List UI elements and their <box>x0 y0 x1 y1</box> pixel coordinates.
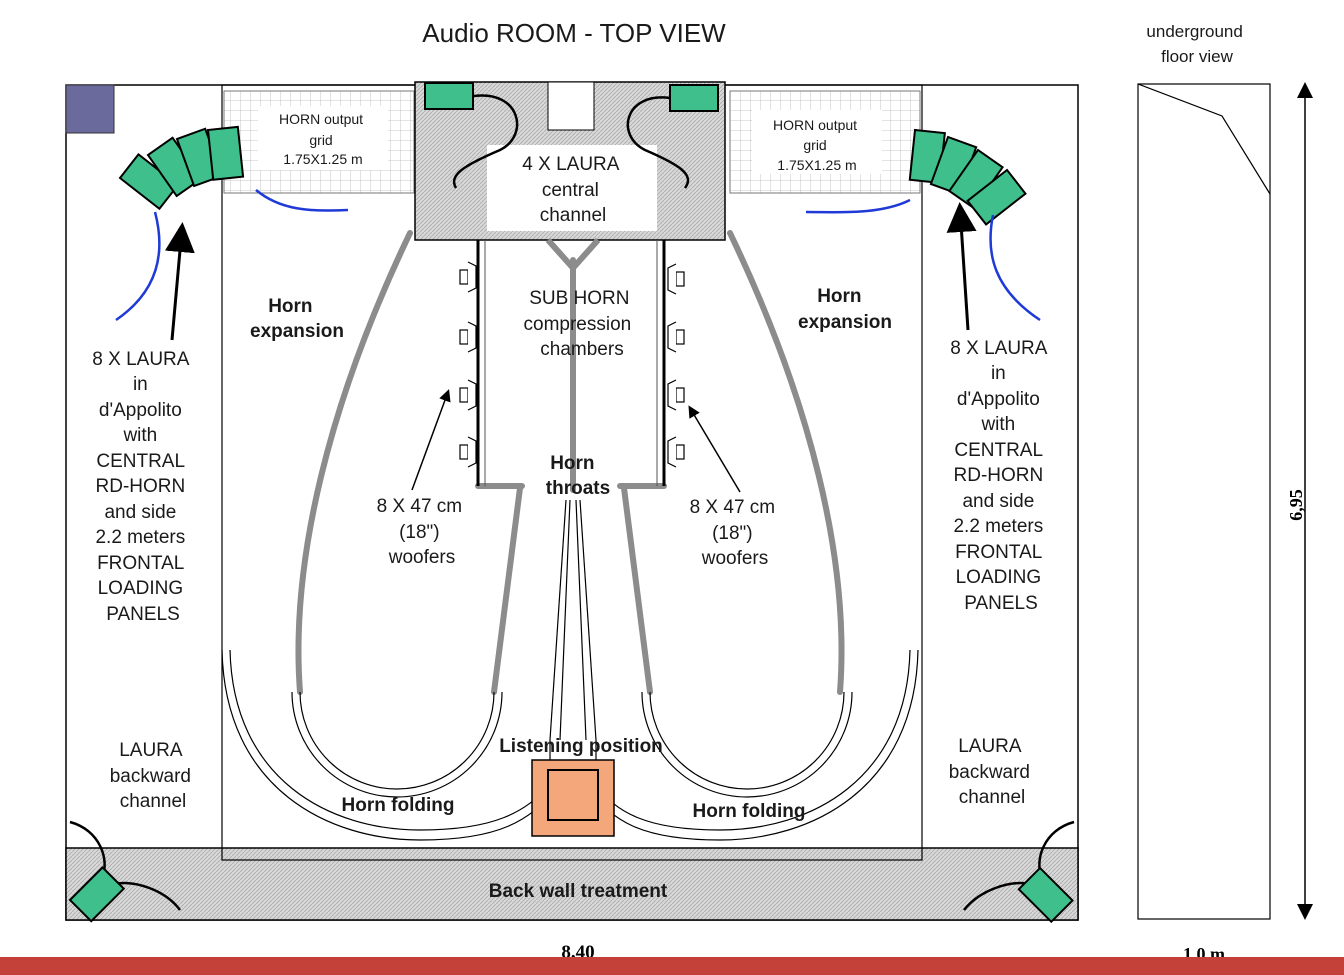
diagram-title: Audio ROOM - TOP VIEW <box>422 18 726 48</box>
woofers-left <box>459 261 477 468</box>
side-view-frame <box>1137 83 1271 920</box>
central-label: 4 X LAURA central channel <box>522 154 623 226</box>
listening-seat <box>531 759 615 837</box>
speaker-central-right <box>669 84 719 112</box>
height-dim-label: 6,95 <box>1286 489 1306 521</box>
back-wall-label: Back wall treatment <box>489 881 668 902</box>
grid-left-label: HORN output grid 1.75X1.25 m <box>279 111 367 167</box>
speaker-back-left <box>68 820 181 923</box>
horn-folding-right-label: Horn folding <box>693 801 806 822</box>
woofers-left-label: 8 X 47 cm (18") woofers <box>377 496 468 568</box>
grid-right-label: HORN output grid 1.75X1.25 m <box>773 117 861 173</box>
woofers-right <box>667 263 685 468</box>
backward-right-label: LAURA backward channel <box>949 736 1036 808</box>
floor-profile <box>1137 83 1271 195</box>
speaker-array-right <box>908 128 1027 226</box>
woofers-right-label: 8 X 47 cm (18") woofers <box>690 497 781 569</box>
horn-throats-label: Horn throats <box>546 453 610 499</box>
horn-walls <box>295 230 845 695</box>
horn-expansion-right: Horn expansion <box>798 286 892 333</box>
corner-marker <box>65 84 115 134</box>
laura-left-label: 8 X LAURA in d'Appolito with CENTRAL RD-… <box>92 349 193 625</box>
laura-right-label: 8 X LAURA in d'Appolito with CENTRAL RD-… <box>950 338 1051 614</box>
speaker-central-left <box>424 82 474 110</box>
horn-expansion-left: Horn expansion <box>250 296 344 342</box>
listening-label: Listening position <box>499 736 663 757</box>
horn-folding-left-label: Horn folding <box>342 795 455 816</box>
horn-folding <box>221 649 919 841</box>
sub-horn-label: SUB HORN compression chambers <box>524 288 637 360</box>
bottom-bar <box>0 957 1344 975</box>
backward-left-label: LAURA backward channel <box>110 740 197 812</box>
speaker-back-right <box>963 820 1075 924</box>
speaker-array-left <box>118 125 245 211</box>
side-view-title: underground floor view <box>1146 22 1247 66</box>
